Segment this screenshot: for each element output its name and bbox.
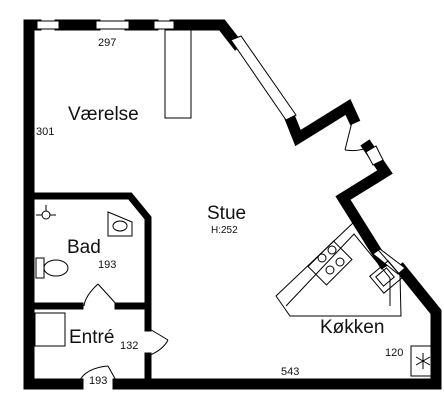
dimension-entry-bottom: 193 xyxy=(89,375,107,387)
sink-icon xyxy=(369,260,403,294)
right-wall-mid xyxy=(335,139,393,270)
stove-icon xyxy=(307,240,353,286)
entry-door-swing xyxy=(147,339,169,357)
window-zigzag xyxy=(365,145,384,166)
front-door-leaf xyxy=(107,365,119,385)
window-top-2 xyxy=(95,20,130,30)
bath-door-leaf xyxy=(97,283,119,307)
room-label-entre: Entré xyxy=(69,327,114,348)
entry-door-leaf xyxy=(147,327,169,341)
windows xyxy=(36,20,406,275)
entry-closet xyxy=(34,312,66,347)
front-door-swing xyxy=(77,365,109,385)
kitchen-counter xyxy=(275,221,402,317)
dimension-left-height: 301 xyxy=(36,126,54,138)
right-zigzag xyxy=(282,99,361,147)
toilet-icon xyxy=(35,257,69,279)
snowflake-icon xyxy=(410,345,436,377)
right-wall-lower xyxy=(394,262,442,390)
door-leaf xyxy=(344,117,354,151)
dimension-kitchen: 120 xyxy=(385,347,403,359)
balcony-door xyxy=(344,117,369,152)
top-wall-d xyxy=(169,19,244,51)
room-label-bad: Bad xyxy=(67,237,101,258)
window-diagonal xyxy=(230,35,297,121)
entry-walls xyxy=(34,302,169,388)
door-swing xyxy=(344,146,369,152)
wardrobe xyxy=(164,29,192,119)
ceiling-height-label: H:252 xyxy=(211,225,238,236)
room-label-vaerelse: Værelse xyxy=(68,104,139,125)
bath-door-swing xyxy=(83,283,99,307)
dimension-top-width: 297 xyxy=(98,37,116,49)
window-top-1 xyxy=(36,20,60,30)
shower-icon xyxy=(36,205,56,220)
dimension-entry-side: 132 xyxy=(120,340,138,352)
room-label-stue: Stue xyxy=(207,203,246,224)
bathroom-walls xyxy=(25,192,152,310)
room-label-kokken: Køkken xyxy=(320,317,384,338)
window-top-3 xyxy=(153,20,175,30)
dimension-bottom-width: 543 xyxy=(281,366,299,378)
dimension-bath: 193 xyxy=(98,259,116,271)
bath-top-right-wall xyxy=(25,192,152,310)
washbasin-icon xyxy=(107,211,133,237)
